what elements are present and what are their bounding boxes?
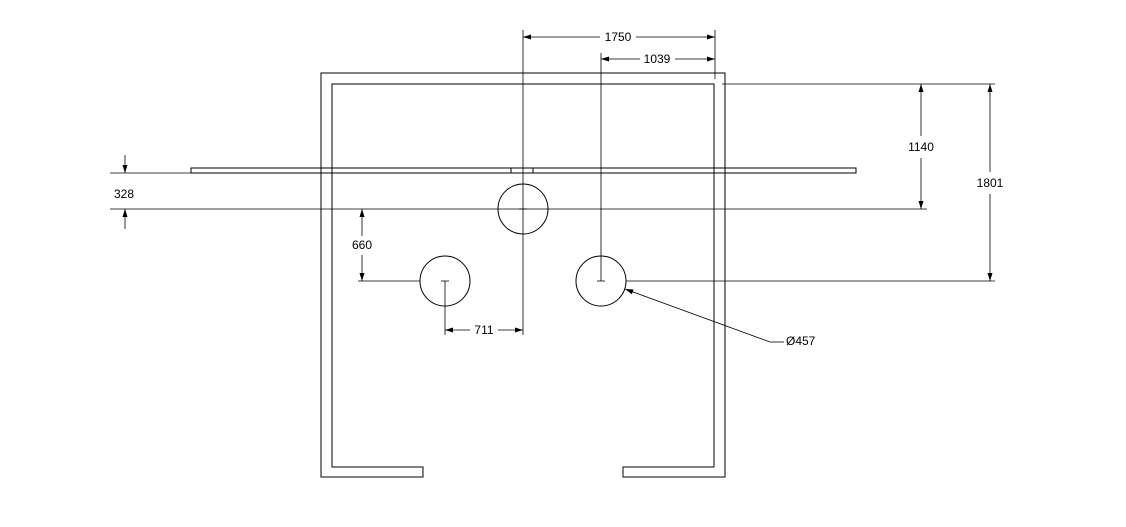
dim-1039: 1039 xyxy=(601,52,715,66)
dim-label-1801: 1801 xyxy=(977,176,1004,190)
dim-1140: 1140 xyxy=(908,84,934,209)
dim-label-1140: 1140 xyxy=(908,140,934,154)
dim-label-1039: 1039 xyxy=(644,52,671,66)
horizontal-plate-left xyxy=(190,167,512,174)
frame-outline xyxy=(320,72,726,478)
horizontal-plate-center xyxy=(510,167,534,174)
dim-711: 711 xyxy=(445,323,523,337)
dim-label-660: 660 xyxy=(352,238,372,252)
dim-328: 328 xyxy=(114,155,134,229)
dim-label-diameter: Ø457 xyxy=(786,334,816,348)
horizontal-plate-right xyxy=(532,167,857,174)
dim-label-711: 711 xyxy=(474,323,493,337)
dim-label-328: 328 xyxy=(114,187,134,201)
extension-lines xyxy=(110,30,995,335)
dim-1801: 1801 xyxy=(977,84,1004,281)
dim-label-1750: 1750 xyxy=(605,30,632,44)
dim-660: 660 xyxy=(352,209,372,281)
dim-1750: 1750 xyxy=(523,30,715,44)
dim-diameter-leader: Ø457 xyxy=(624,288,816,348)
